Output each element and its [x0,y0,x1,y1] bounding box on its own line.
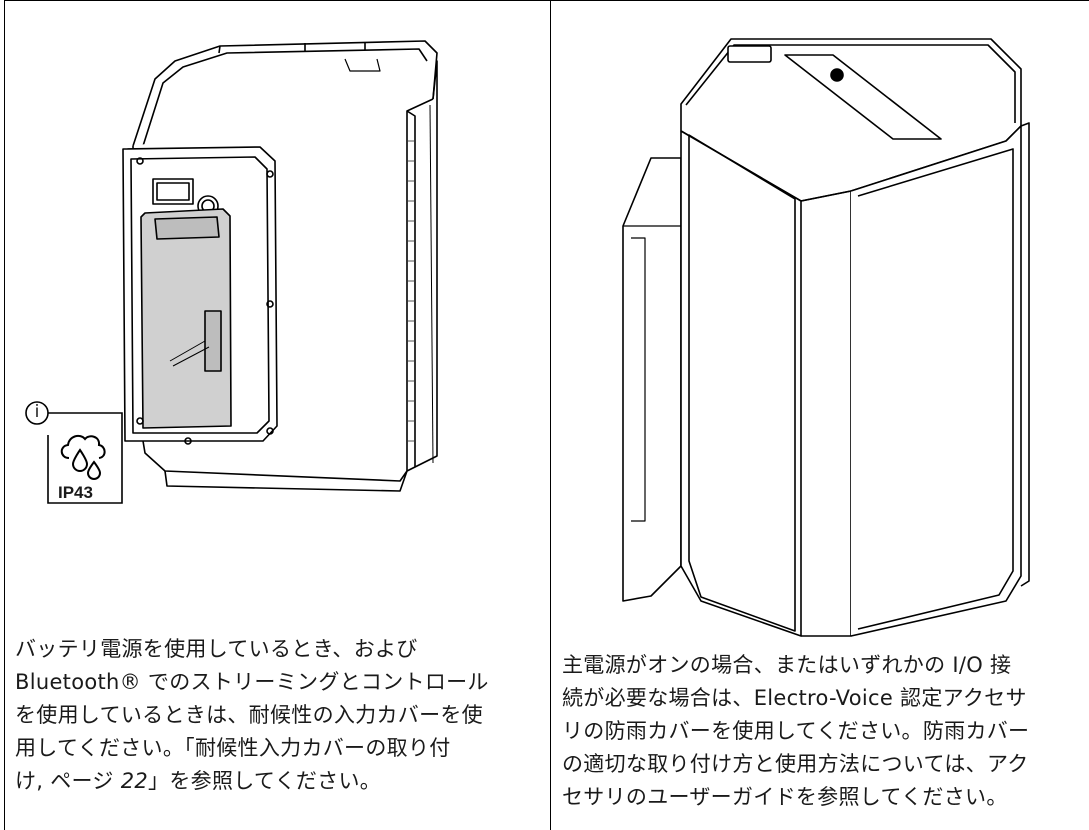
right-cell: 主電源がオンの場合、またはいずれかの I/O 接 続が必要な場合は、Electr… [551,1,1089,830]
page-reference-link[interactable]: 22 [120,769,149,793]
caption-line: 主電源がオンの場合、またはいずれかの I/O 接 [562,653,1012,677]
cloud-rain-icon [60,434,106,480]
caption-line: Bluetooth® でのストリーミングとコントロール [15,670,489,694]
left-cell: i IP43 バッテリ電源を使用しているとき、および Bluetooth® での… [5,1,550,830]
caption-line: 続が必要な場合は、Electro-Voice 認定アクセサ [562,686,1027,710]
ip-rating-label: IP43 [58,483,93,502]
caption-text: 」を参照してください。 [148,769,382,793]
info-glyph: i [34,402,40,422]
right-caption: 主電源がオンの場合、またはいずれかの I/O 接 続が必要な場合は、Electr… [562,649,1084,814]
table-border-middle [550,0,551,830]
speaker-input-cover-illustration [122,40,438,492]
caption-line: の適切な取り付け方と使用方法については、アク [562,752,1029,776]
ip43-badge: i IP43 [18,399,128,509]
table-border-top [4,0,1089,1]
caption-line: リの防雨カバーを使用してください。防雨カバー [562,719,1030,743]
caption-text: け, ページ [15,769,121,793]
speaker-rain-cover-illustration [622,38,1030,637]
table-border-left [4,0,5,830]
caption-line: セサリのユーザーガイドを参照してください。 [562,785,1008,809]
caption-line: を使用しているときは、耐候性の入力カバーを使 [15,703,483,727]
caption-line: 用してください。「耐候性入力カバーの取り付 [15,736,451,760]
left-caption: バッテリ電源を使用しているとき、および Bluetooth® でのストリーミング… [15,633,545,798]
caption-line: バッテリ電源を使用しているとき、および [15,637,418,661]
caption-line-last: け, ページ 22」を参照してください。 [15,765,545,798]
